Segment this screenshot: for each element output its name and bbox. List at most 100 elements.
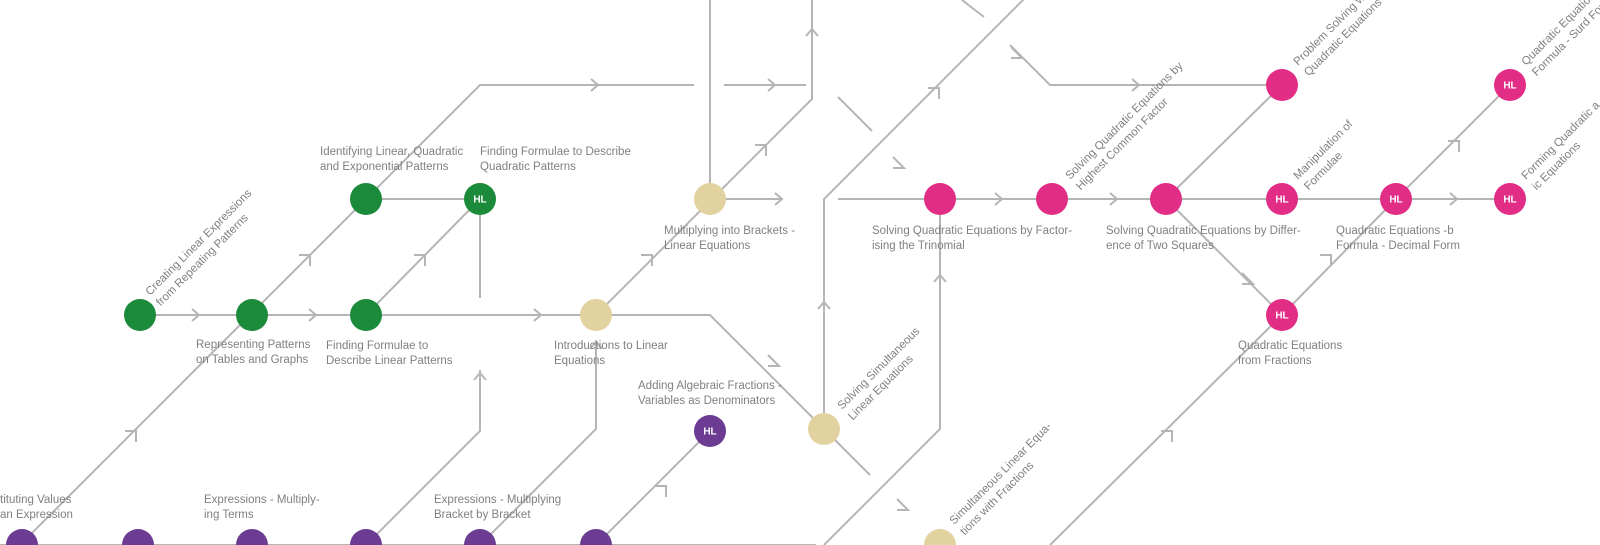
hl-badge: HL — [473, 195, 486, 206]
label-multiplying-terms: Expressions - Multiply-ing Terms — [204, 494, 320, 521]
label-line: ising the Trinomial — [872, 240, 965, 252]
label-line: Quadratic Patterns — [480, 161, 576, 173]
direction-arrows — [125, 27, 1460, 511]
label-line: Expressions - Multiply- — [204, 494, 320, 506]
node-circle[interactable] — [1150, 183, 1182, 215]
label-line: Equations — [554, 355, 605, 367]
label-line: from Repeating Patterns — [154, 212, 251, 309]
node-t3[interactable] — [808, 413, 840, 445]
node-circle[interactable] — [1266, 299, 1298, 331]
label-line: Creating Linear Expressions — [144, 187, 255, 298]
label-line: Quadratic Equations -b — [1336, 225, 1454, 237]
label-line: Multiplying into Brackets - — [664, 225, 795, 237]
label-line: Describe Linear Patterns — [326, 355, 453, 367]
node-k5[interactable]: HL — [1266, 183, 1298, 215]
node-circle[interactable] — [464, 529, 496, 545]
node-p7[interactable]: HL — [694, 415, 726, 447]
label-quadratic-fractions: Quadratic Equations from Fractions — [1238, 340, 1342, 367]
node-circle[interactable] — [580, 529, 612, 545]
node-circle[interactable] — [350, 529, 382, 545]
node-circle[interactable] — [464, 183, 496, 215]
node-g2[interactable] — [236, 299, 268, 331]
node-p4[interactable] — [350, 529, 382, 545]
label-line: Expressions - Multiplying — [434, 494, 561, 506]
label-line: Representing Patterns — [196, 339, 311, 351]
label-line: Solving Quadratic Equations by Differ- — [1106, 225, 1301, 237]
label-surd-form: Quadratic EquatioFormula - Surd For — [1520, 0, 1600, 79]
node-g5[interactable]: HL — [464, 183, 496, 215]
node-circle[interactable] — [236, 299, 268, 331]
label-line: ing Terms — [204, 509, 254, 521]
node-k8[interactable]: HL — [1494, 69, 1526, 101]
label-forming-quadratic: Forming Quadratic aic Equations — [1520, 99, 1600, 193]
node-p5[interactable] — [464, 529, 496, 545]
node-circle[interactable] — [694, 415, 726, 447]
node-k2[interactable] — [1036, 183, 1068, 215]
label-representing-patterns: Representing Patterns on Tables and Graph… — [196, 339, 311, 366]
label-line: Variables as Denominators — [638, 395, 775, 407]
hl-badge: HL — [1503, 81, 1516, 92]
node-circle[interactable] — [1494, 183, 1526, 215]
nodes: HL HL HL HL HL HL HL — [6, 69, 1526, 545]
node-k9[interactable]: HL — [1494, 183, 1526, 215]
node-t2[interactable] — [694, 183, 726, 215]
label-line: and Exponential Patterns — [320, 161, 449, 173]
node-k7[interactable]: HL — [1380, 183, 1412, 215]
label-line: Solving Quadratic Equations by — [1064, 60, 1186, 182]
label-line: Adding Algebraic Fractions - — [638, 380, 782, 392]
node-circle[interactable] — [350, 299, 382, 331]
label-adding-fractions: Adding Algebraic Fractions - Variables as… — [638, 380, 782, 407]
node-t4[interactable] — [924, 529, 956, 545]
node-circle[interactable] — [1494, 69, 1526, 101]
node-p1[interactable] — [6, 529, 38, 545]
label-finding-linear: Finding Formulae to Describe Linear Patte… — [326, 340, 453, 367]
node-g4[interactable] — [350, 183, 382, 215]
label-line: from Fractions — [1238, 355, 1312, 367]
label-line: Quadratic Equations — [1238, 340, 1342, 352]
node-circle[interactable] — [694, 183, 726, 215]
node-circle[interactable] — [580, 299, 612, 331]
label-identifying-patterns: Identifying Linear, Quadratic and Exponen… — [320, 146, 463, 173]
node-t1[interactable] — [580, 299, 612, 331]
node-g1[interactable] — [124, 299, 156, 331]
node-k4[interactable] — [1266, 69, 1298, 101]
node-circle[interactable] — [924, 183, 956, 215]
node-k1[interactable] — [924, 183, 956, 215]
node-circle[interactable] — [350, 183, 382, 215]
label-line: Formula - Decimal Form — [1336, 240, 1460, 252]
label-line: ence of Two Squares — [1106, 240, 1214, 252]
label-line: Introductions to Linear — [554, 340, 668, 352]
label-line: Finding Formulae to — [326, 340, 428, 352]
node-circle[interactable] — [236, 529, 268, 545]
label-problem-solving: Problem Solving wQuadratic Equations — [1292, 0, 1385, 79]
node-circle[interactable] — [124, 299, 156, 331]
label-line: Identifying Linear, Quadratic — [320, 146, 463, 158]
node-circle[interactable] — [122, 529, 154, 545]
node-circle[interactable] — [1266, 183, 1298, 215]
node-circle[interactable] — [1266, 69, 1298, 101]
label-b-formula-decimal: Quadratic Equations -b Formula - Decimal … — [1336, 225, 1460, 252]
node-k6[interactable]: HL — [1266, 299, 1298, 331]
label-line: Simultaneous Linear Equa- — [948, 420, 1055, 527]
node-g3[interactable] — [350, 299, 382, 331]
node-circle[interactable] — [1380, 183, 1412, 215]
node-circle[interactable] — [808, 413, 840, 445]
label-solving-simultaneous: Solving SimultaneousLinear Equations — [836, 325, 933, 422]
node-circle[interactable] — [6, 529, 38, 545]
label-creating-linear: Creating Linear Expressionsfrom Repeatin… — [144, 187, 265, 308]
node-p2[interactable] — [122, 529, 154, 545]
label-highest-common-factor: Solving Quadratic Equations byHighest Co… — [1064, 60, 1197, 193]
node-circle[interactable] — [924, 529, 956, 545]
hl-badge: HL — [1275, 311, 1288, 322]
node-p6[interactable] — [580, 529, 612, 545]
label-line: on Tables and Graphs — [196, 354, 309, 366]
label-multiplying-brackets: Multiplying into Brackets -Linear Equati… — [664, 225, 795, 252]
node-p3[interactable] — [236, 529, 268, 545]
node-k3[interactable] — [1150, 183, 1182, 215]
hl-badge: HL — [1503, 195, 1516, 206]
node-circle[interactable] — [1036, 183, 1068, 215]
